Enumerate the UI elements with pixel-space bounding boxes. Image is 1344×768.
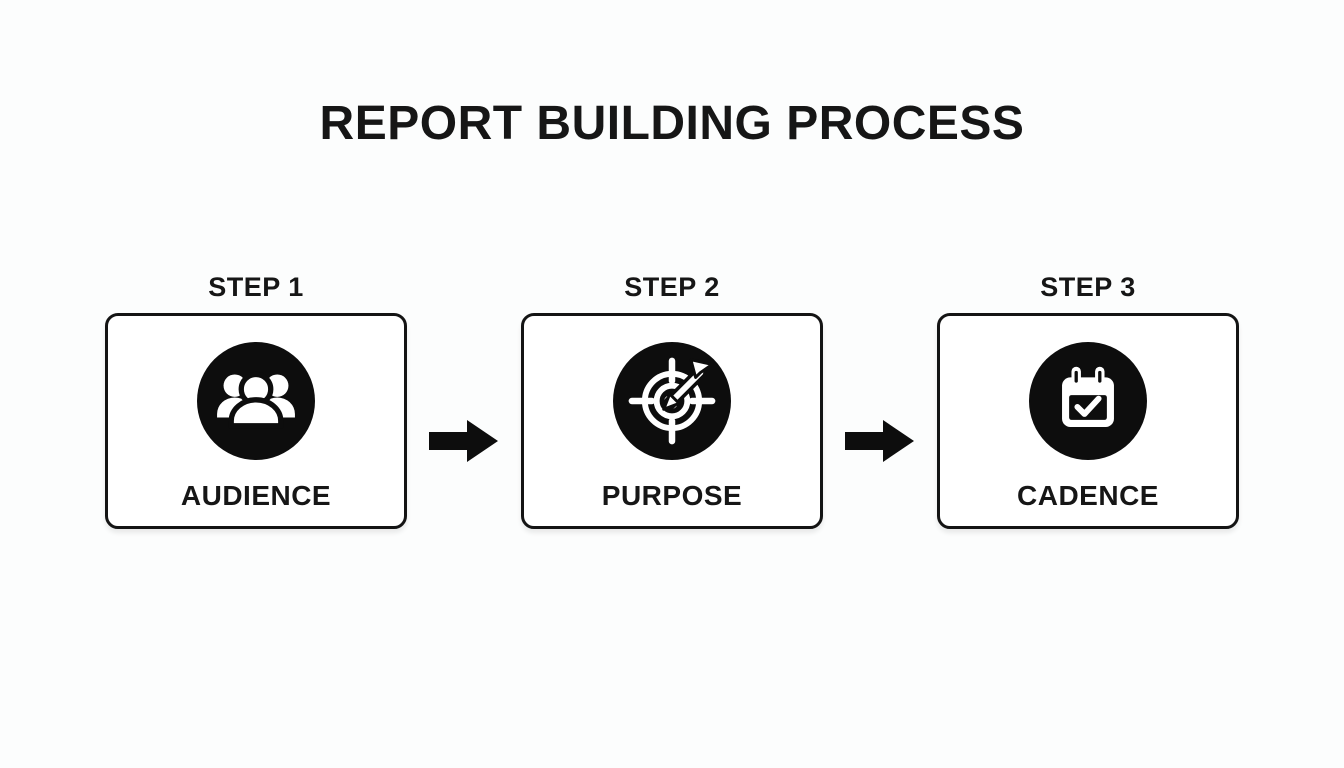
audience-group-icon: [197, 342, 315, 460]
step-1-group: STEP 1 AUDIENCE: [105, 272, 407, 529]
step-1-name: AUDIENCE: [180, 480, 332, 511]
target-arrow-icon: [613, 342, 731, 460]
step-2-card: PURPOSE: [521, 313, 823, 529]
step-1-card: AUDIENCE: [105, 313, 407, 529]
arrow-right-icon: [845, 418, 915, 464]
process-flow: STEP 1 AUDIENCE: [0, 272, 1344, 529]
step-2-name: PURPOSE: [601, 480, 743, 511]
step-2-group: STEP 2: [521, 272, 823, 529]
step-3-name: CADENCE: [1017, 480, 1159, 511]
step-3-label: STEP 3: [1040, 272, 1136, 302]
step-1-label: STEP 1: [208, 272, 304, 302]
step-2-label: STEP 2: [624, 272, 720, 302]
step-3-card: CADENCE: [937, 313, 1239, 529]
calendar-check-icon: [1029, 342, 1147, 460]
arrow-right-icon: [429, 418, 499, 464]
step-3-group: STEP 3: [937, 272, 1239, 529]
diagram-title: REPORT BUILDING PROCESS: [319, 97, 1025, 150]
